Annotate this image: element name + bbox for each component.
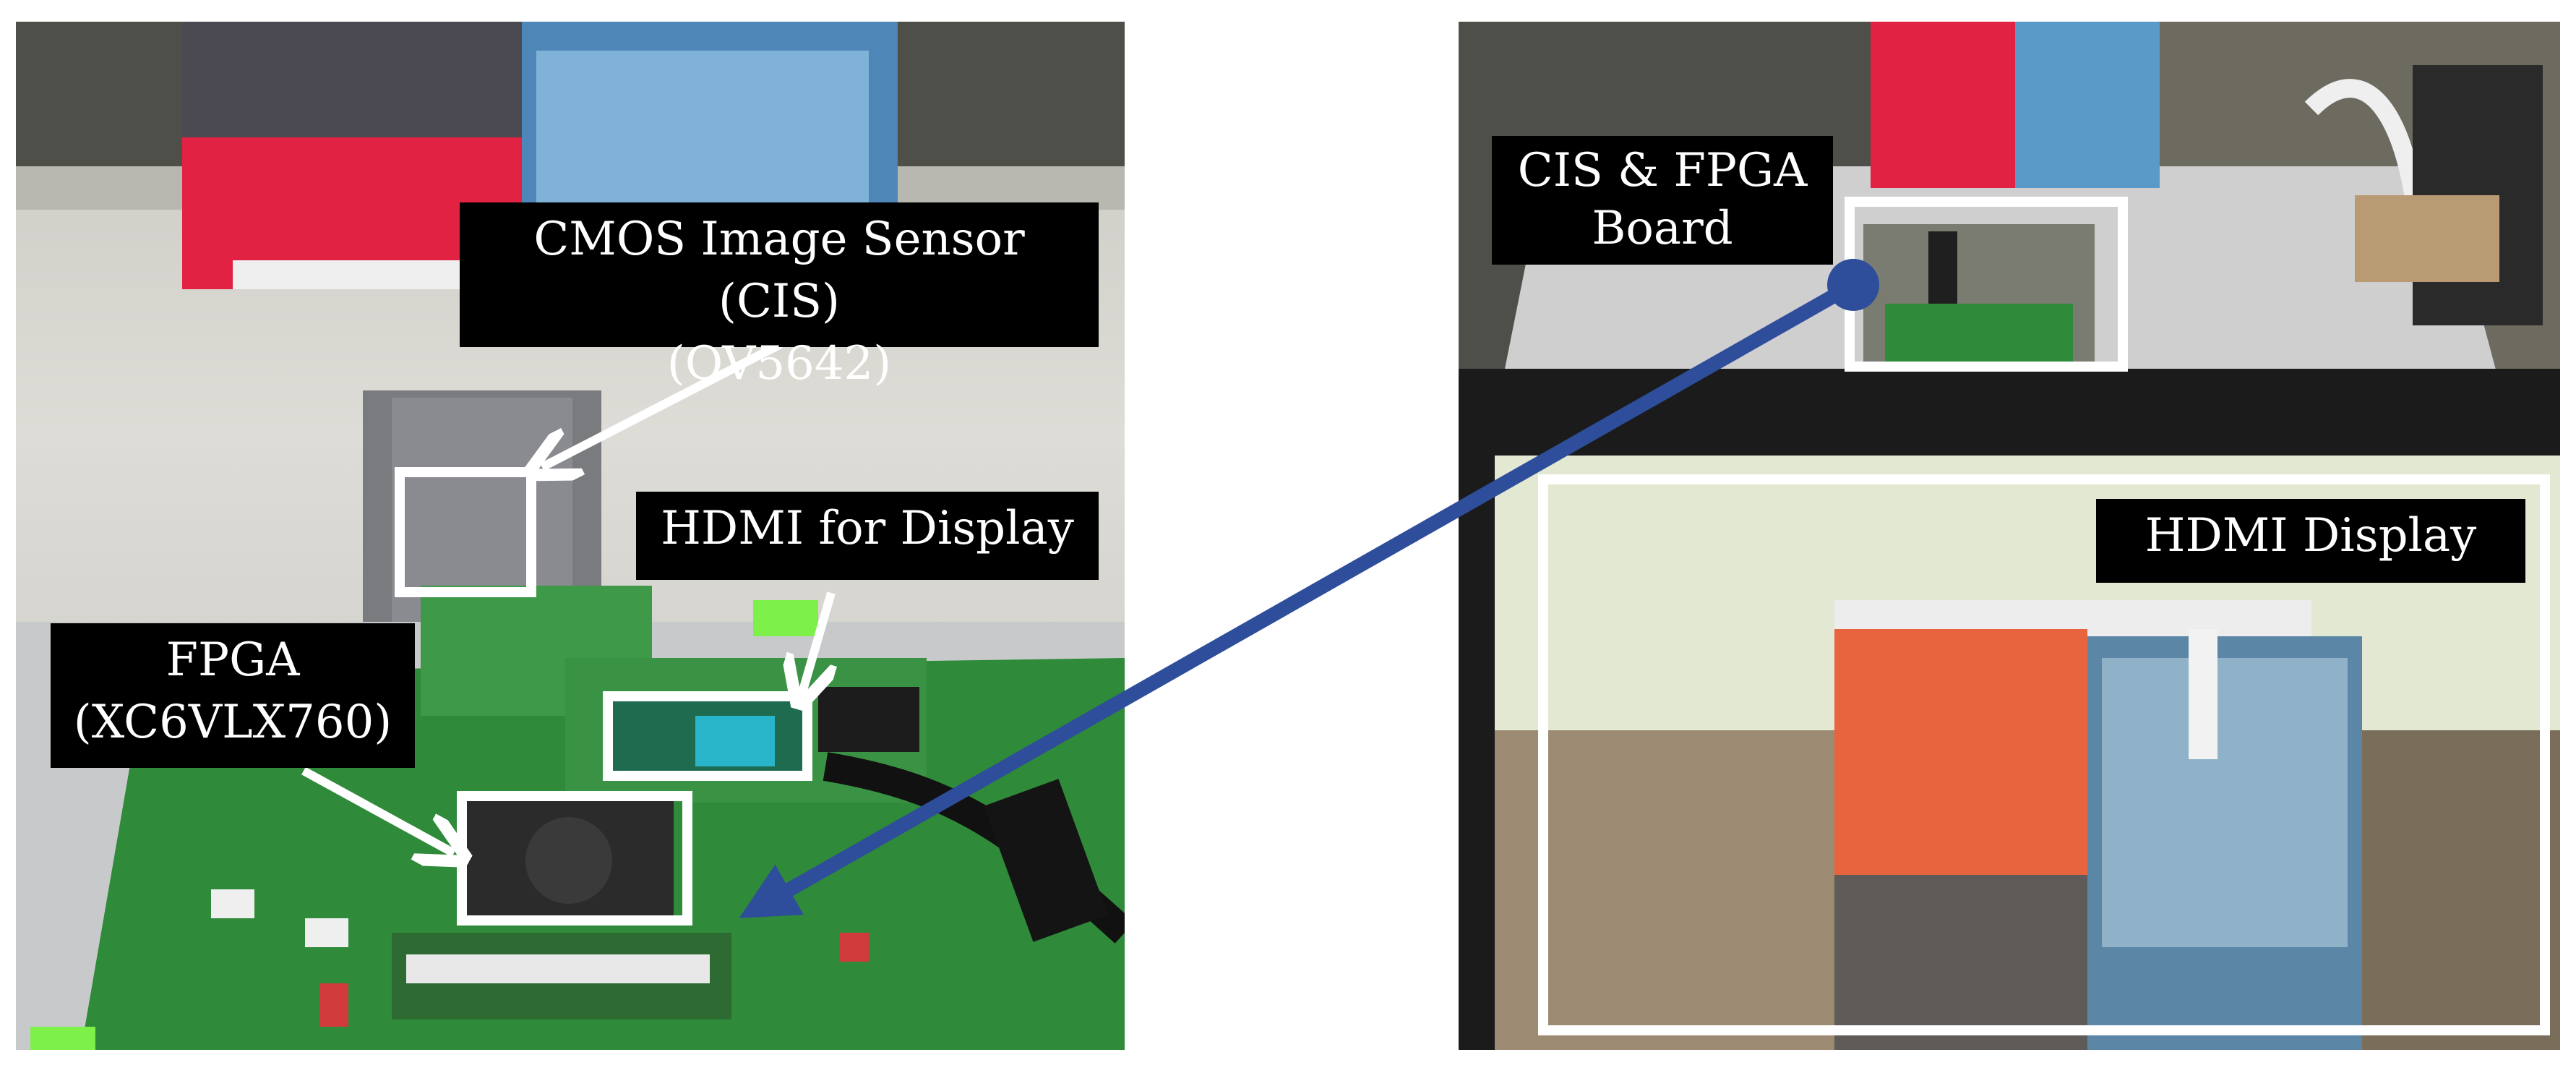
label-hdmi-display: HDMI Display [2096, 499, 2525, 583]
label-cis: CMOS Image Sensor (CIS) (OV5642) [460, 202, 1099, 390]
hdmi-highlight-box [603, 691, 812, 781]
label-fpga: FPGA (XC6VLX760) [51, 623, 415, 768]
label-hdmi-out: HDMI for Display [636, 492, 1099, 580]
label-cis-line2: (OV5642) [666, 337, 892, 390]
label-fpga-line1: FPGA [166, 633, 300, 687]
label-fpga-line2: (XC6VLX760) [73, 696, 392, 749]
label-board-line2: Board [1592, 202, 1733, 255]
cis-highlight-box [395, 467, 536, 597]
label-cis-line1: CMOS Image Sensor (CIS) [533, 213, 1025, 328]
fpga-highlight-box [457, 791, 692, 925]
label-board-line1: CIS & FPGA [1517, 144, 1808, 197]
label-board: CIS & FPGA Board [1492, 136, 1833, 265]
label-hdmi-out-line1: HDMI for Display [661, 502, 1074, 555]
board-highlight-box [1845, 197, 2128, 372]
label-hdmi-display-line1: HDMI Display [2144, 509, 2477, 563]
